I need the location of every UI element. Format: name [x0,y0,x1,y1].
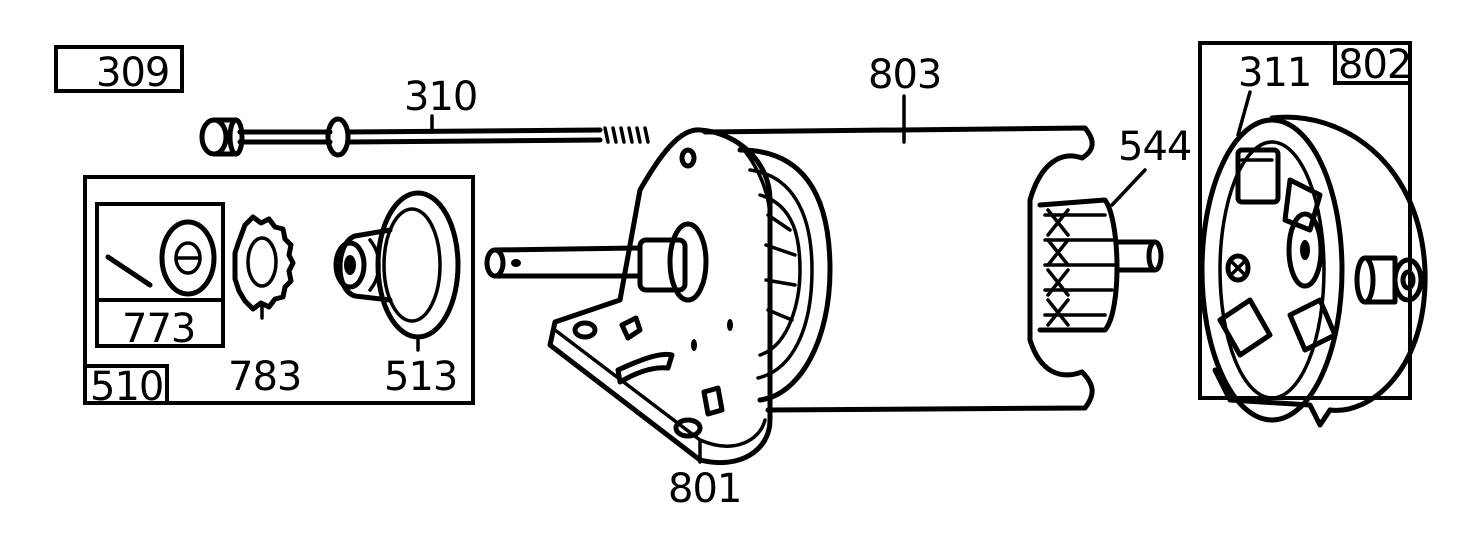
label-544: 544 [1118,124,1191,170]
drive-kit-510: 510 773 783 513 [83,175,475,410]
label-802: 802 [1338,42,1411,88]
label-773: 773 [122,306,195,352]
end-cap-802: 802 311 [1198,41,1428,428]
label-311: 311 [1238,50,1311,96]
through-bolt-310: 310 [199,74,650,158]
drive-end-bracket-801: 801 [484,127,773,512]
motor-housing-803: 803 [702,52,1095,413]
label-309: 309 [96,50,169,96]
label-513: 513 [384,354,457,400]
commutator-544: 544 [1037,124,1192,333]
label-510: 510 [90,364,163,410]
callout-309: 309 [54,45,184,96]
label-310: 310 [404,74,477,120]
label-803: 803 [868,52,941,98]
label-801: 801 [668,466,741,512]
label-783: 783 [228,354,301,400]
